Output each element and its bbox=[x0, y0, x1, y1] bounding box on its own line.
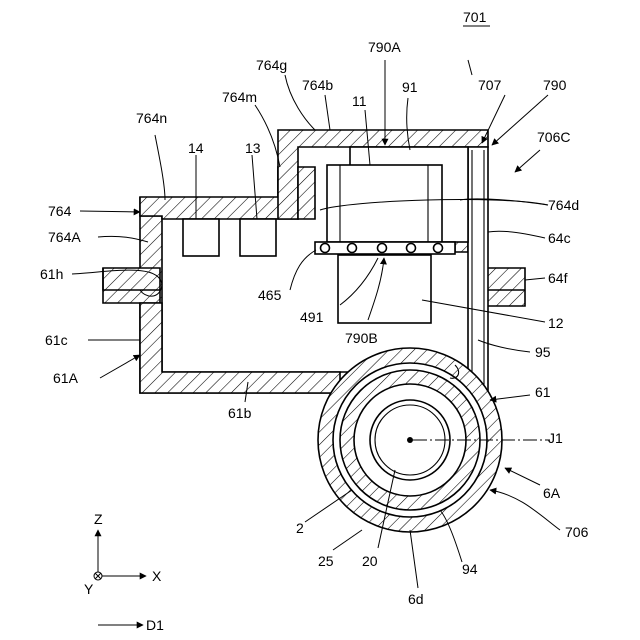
label-64c: 64c bbox=[548, 230, 571, 246]
x-axis-label: X bbox=[152, 568, 162, 584]
label-6d: 6d bbox=[408, 591, 424, 607]
label-790b: 790B bbox=[345, 330, 378, 346]
label-14: 14 bbox=[188, 140, 204, 156]
label-764d: 764d bbox=[548, 197, 579, 213]
label-706c: 706C bbox=[537, 129, 570, 145]
label-11: 11 bbox=[352, 93, 367, 109]
label-20: 20 bbox=[362, 553, 378, 569]
label-706: 706 bbox=[565, 524, 589, 540]
label-707: 707 bbox=[478, 77, 502, 93]
label-764g: 764g bbox=[256, 57, 287, 73]
label-61: 61 bbox=[535, 384, 551, 400]
label-764n: 764n bbox=[136, 110, 167, 126]
label-13: 13 bbox=[245, 140, 261, 156]
housing-top-left-wall bbox=[140, 167, 298, 219]
component-14 bbox=[183, 219, 219, 256]
label-764a: 764A bbox=[48, 229, 81, 245]
label-25: 25 bbox=[318, 553, 334, 569]
label-790: 790 bbox=[543, 77, 567, 93]
label-12: 12 bbox=[548, 315, 564, 331]
label-61a: 61A bbox=[53, 370, 79, 386]
label-465: 465 bbox=[258, 287, 282, 303]
label-94: 94 bbox=[462, 561, 478, 577]
figure-number: 701 bbox=[463, 9, 487, 25]
label-491: 491 bbox=[300, 309, 324, 325]
label-61b: 61b bbox=[228, 405, 252, 421]
z-axis-label: Z bbox=[94, 511, 103, 527]
d1-label: D1 bbox=[146, 617, 164, 633]
label-61h: 61h bbox=[40, 266, 63, 282]
label-764: 764 bbox=[48, 203, 72, 219]
label-64f: 64f bbox=[548, 270, 568, 286]
label-61c: 61c bbox=[45, 332, 68, 348]
label-95: 95 bbox=[535, 344, 551, 360]
reference-labels: 764g 790A 764b 91 707 790 764m 11 764n 7… bbox=[40, 39, 589, 607]
label-764b: 764b bbox=[302, 77, 333, 93]
coordinate-axes: Z X Y D1 bbox=[84, 511, 164, 633]
label-6a: 6A bbox=[543, 485, 561, 501]
label-91: 91 bbox=[402, 79, 418, 95]
actuator-assembly bbox=[315, 147, 468, 323]
y-axis-label: Y bbox=[84, 581, 94, 597]
label-790a: 790A bbox=[368, 39, 401, 55]
partition-wall bbox=[298, 167, 315, 219]
circular-assembly bbox=[318, 348, 550, 532]
component-12 bbox=[338, 255, 431, 323]
label-764m: 764m bbox=[222, 89, 257, 105]
component-13 bbox=[240, 219, 276, 256]
label-j1: J1 bbox=[548, 430, 563, 446]
center-dot bbox=[407, 437, 413, 443]
label-2: 2 bbox=[296, 520, 304, 536]
component-11 bbox=[327, 165, 442, 242]
